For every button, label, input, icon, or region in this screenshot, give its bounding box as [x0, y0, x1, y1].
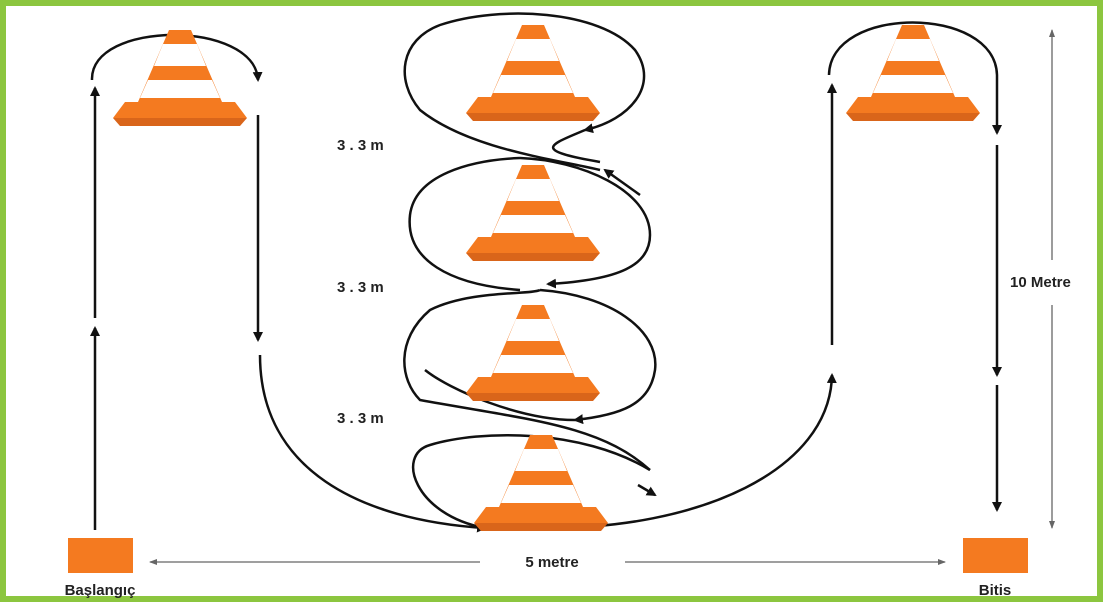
path-loop-cone-2-right [408, 156, 521, 292]
traffic-cone-icon [846, 25, 980, 121]
length-label: 10 Metre [1010, 274, 1071, 291]
path-loop-cone-2-join [519, 156, 652, 289]
dimension-lines [149, 29, 1055, 565]
traffic-cone-icon [474, 435, 608, 531]
traffic-cone-icon [466, 25, 600, 121]
spacing-label-1: 3 . 3 m [337, 137, 384, 154]
path-cross-3-4 [403, 288, 651, 471]
path-bottom-curve-left [258, 354, 487, 533]
path-cross-exit [551, 128, 601, 164]
width-label: 5 metre [525, 554, 578, 571]
cones [113, 25, 980, 531]
finish-marker [963, 538, 1028, 573]
finish-label: Bitis [979, 582, 1012, 599]
spacing-label-2: 3 . 3 m [337, 279, 384, 296]
traffic-cone-icon [466, 305, 600, 401]
start-marker [68, 538, 133, 573]
path-cross-1-2 [403, 12, 646, 172]
running-path [90, 12, 1002, 533]
path-loop-cone-4-head [637, 483, 657, 497]
traffic-cone-icon [466, 165, 600, 261]
path-cross-2-3 [424, 369, 576, 422]
path-loop-cone-4 [412, 433, 651, 530]
path-loop-cone-3 [539, 288, 657, 425]
start-label: Başlangıç [65, 582, 136, 599]
spacing-label-3: 3 . 3 m [337, 410, 384, 427]
path-arc-right-cone [827, 21, 999, 76]
path-cone2-arrow [603, 168, 641, 197]
